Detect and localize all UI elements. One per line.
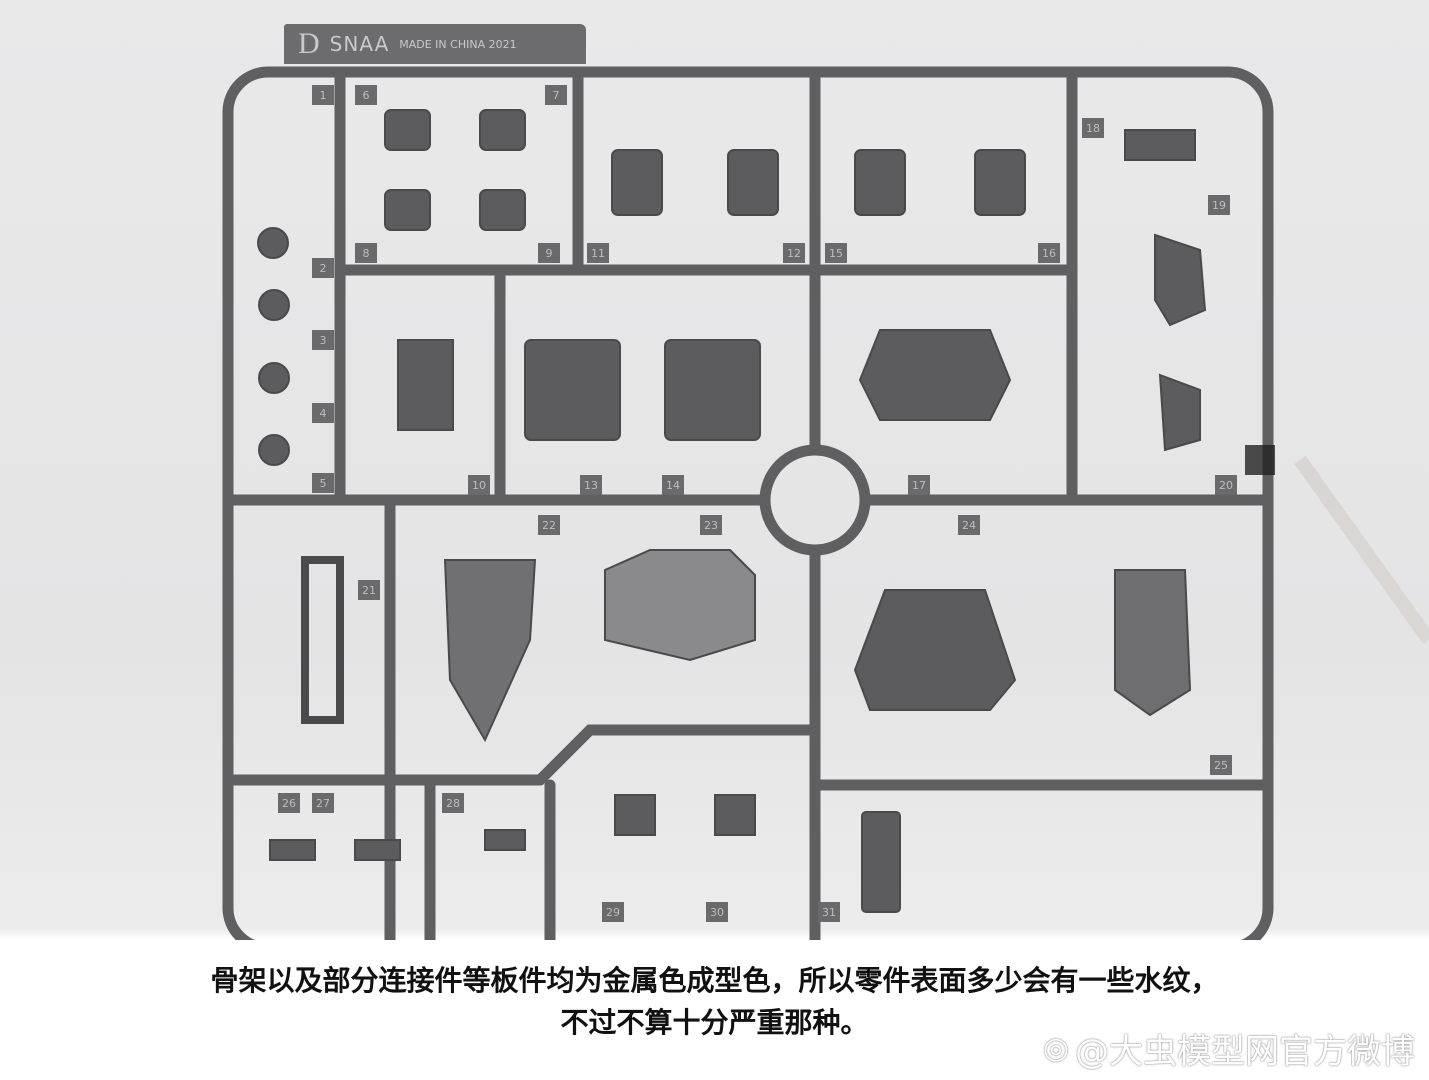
part-number-label: 19 (1208, 195, 1230, 215)
part-number-label: 30 (706, 902, 728, 922)
sprue-tag: D SNAA MADE IN CHINA 2021 (284, 24, 586, 64)
part-number-label: 22 (538, 515, 560, 535)
sprue-ring (759, 444, 871, 556)
brand-text: SNAA (329, 32, 390, 56)
origin-text: MADE IN CHINA 2021 (399, 37, 517, 51)
part-number-label: 8 (355, 243, 377, 263)
watermark: ◎ @大虫模型网官方微博 (1043, 1024, 1415, 1073)
part-number-label: 5 (312, 473, 334, 493)
part-number-label: 25 (1210, 755, 1232, 775)
part-number-label: 11 (587, 243, 609, 263)
part-number-label: 26 (278, 793, 300, 813)
caption-line-1: 骨架以及部分连接件等板件均为金属色成型色，所以零件表面多少会有一些水纹， (210, 964, 1219, 997)
sprue-letter: D (298, 27, 320, 60)
part-number-label: 16 (1038, 243, 1060, 263)
part-number-label: 28 (442, 793, 464, 813)
part-number-label: 3 (312, 330, 334, 350)
part-number-label: 2 (312, 258, 334, 278)
part-number-label: 6 (355, 85, 377, 105)
part-number-label: 17 (908, 475, 930, 495)
clear-part (1245, 445, 1429, 645)
part-number-label: 24 (958, 515, 980, 535)
part-number-label: 10 (468, 475, 490, 495)
part-number-label: 20 (1215, 475, 1237, 495)
part-number-label: 4 (312, 403, 334, 423)
part-number-label: 23 (700, 515, 722, 535)
caption-line-2: 不过不算十分严重那种。 (560, 1006, 869, 1039)
part-number-label: 31 (818, 902, 840, 922)
weibo-icon: ◎ (1042, 1031, 1069, 1066)
caption: 骨架以及部分连接件等板件均为金属色成型色，所以零件表面多少会有一些水纹， 不过不… (0, 960, 1429, 1044)
part-number-label: 14 (662, 475, 684, 495)
part-number-label: 29 (602, 902, 624, 922)
part-number-label: 18 (1082, 118, 1104, 138)
part-number-label: 12 (783, 243, 805, 263)
part-number-label: 1 (312, 85, 334, 105)
sprue-frame (222, 66, 1274, 940)
part-number-label: 15 (825, 243, 847, 263)
part-number-label: 9 (538, 243, 560, 263)
part-number-label: 21 (358, 580, 380, 600)
sprue-photo (222, 66, 1429, 940)
part-number-label: 13 (580, 475, 602, 495)
watermark-text: @大虫模型网官方微博 (1075, 1032, 1415, 1072)
part-number-label: 27 (312, 793, 334, 813)
part-number-label: 7 (545, 85, 567, 105)
